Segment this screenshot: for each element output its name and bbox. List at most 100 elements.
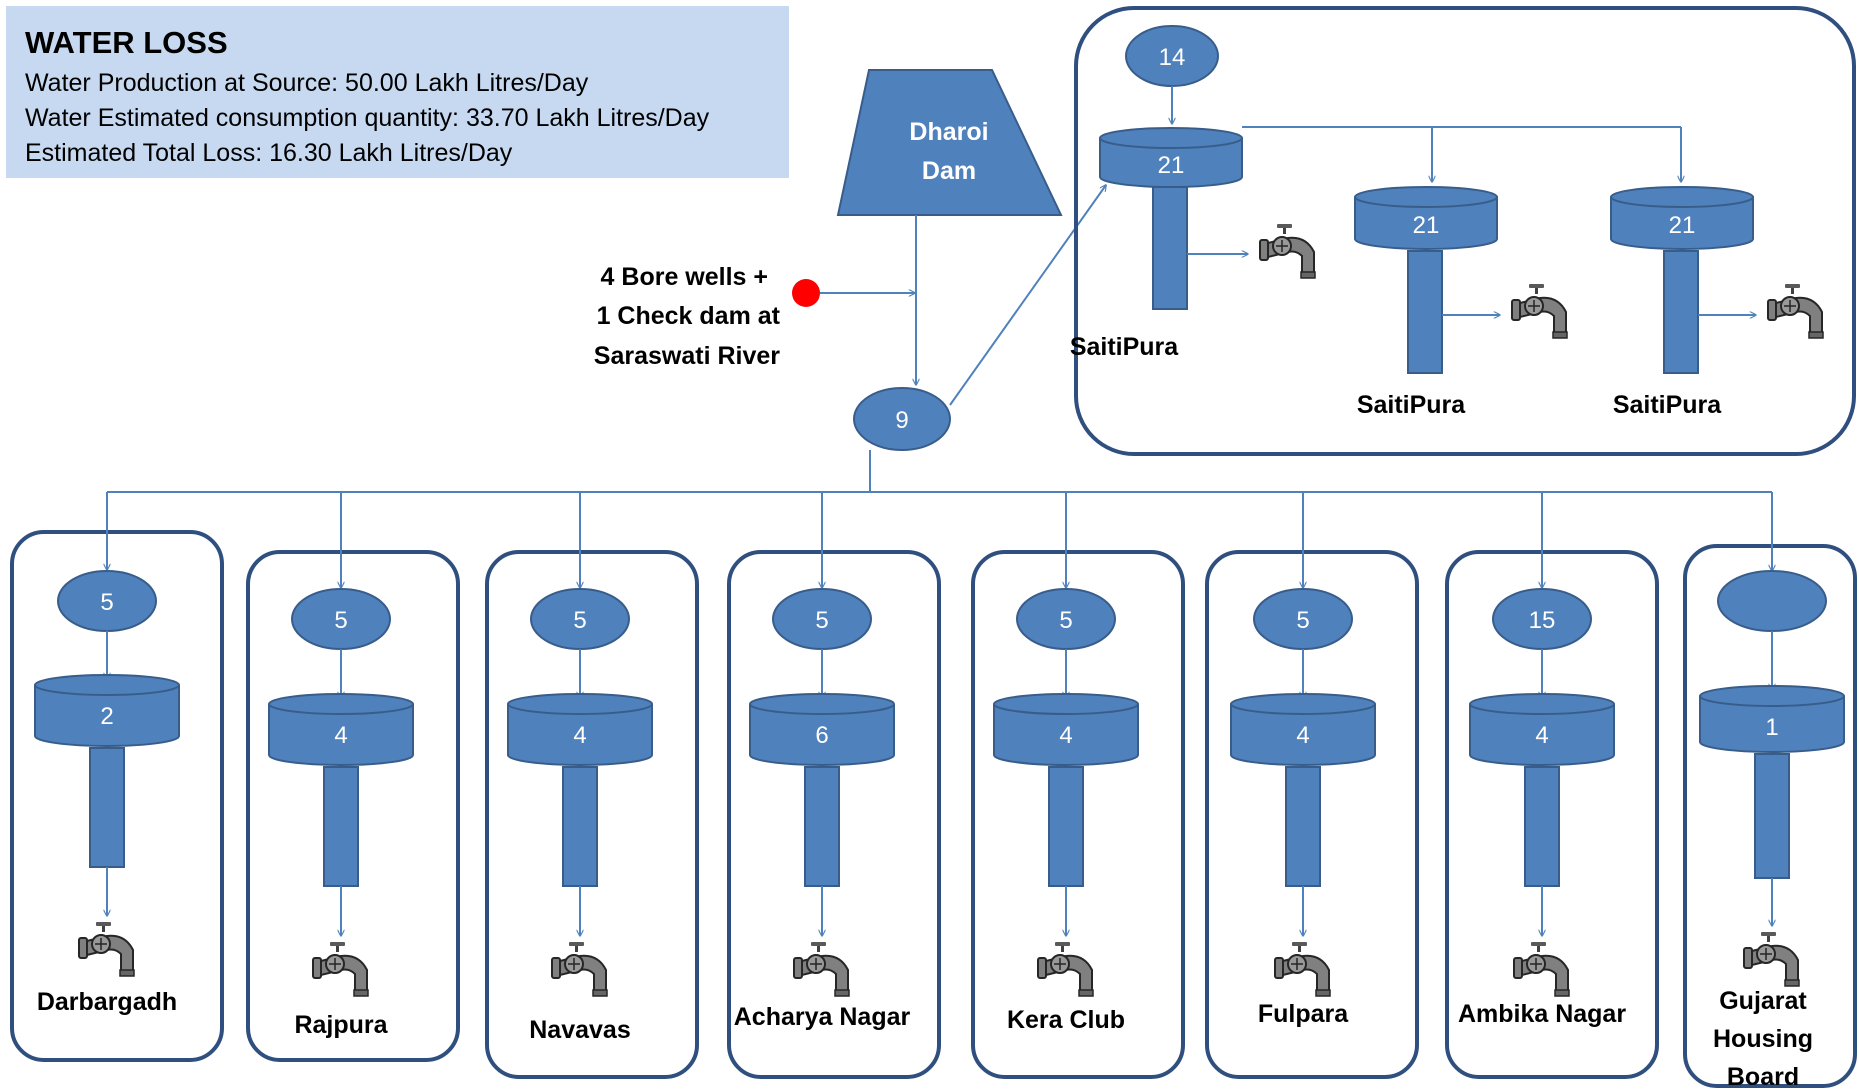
saitipura-name-2: SaitiPura — [1357, 391, 1466, 419]
saitipura-tank-3-label: 21 — [1669, 212, 1696, 239]
zone-7-tank — [1469, 693, 1615, 887]
zone-5-node-label: 5 — [1059, 607, 1072, 634]
saitipura-name-1: SaitiPura — [1070, 333, 1179, 361]
zone-1-tank — [34, 674, 180, 868]
zone-7-tank-stem — [1524, 766, 1560, 887]
dharoi-dam-label-1: Dharoi — [909, 118, 988, 146]
saitipura-tank-2-label: 21 — [1413, 212, 1440, 239]
zone-6-tank-body — [1230, 704, 1376, 766]
zone-2-tank — [268, 693, 414, 887]
hub-node — [853, 387, 951, 451]
saitipura-name-3: SaitiPura — [1613, 391, 1722, 419]
water-tap-icon — [78, 921, 135, 977]
bore-wells-label-1: 4 Bore wells + — [601, 263, 768, 291]
water-production-line: Water Production at Source: 50.00 Lakh L… — [25, 68, 589, 97]
zone-8-box — [1683, 544, 1857, 1088]
zone-4-tank — [749, 693, 895, 887]
water-tap-icon — [551, 941, 608, 997]
zone-3-tank-stem — [562, 766, 598, 887]
zone-1-tank-top — [34, 674, 180, 696]
zone-7-tank-top — [1469, 693, 1615, 715]
water-loss-info-box: WATER LOSS Water Production at Source: 5… — [6, 6, 789, 178]
zone-8-tank-top — [1699, 685, 1845, 707]
zone-7-box — [1445, 550, 1659, 1079]
zone-2-name-line-1: Rajpura — [294, 1011, 388, 1039]
zone-3-tank-body — [507, 704, 653, 766]
water-loss-line: Estimated Total Loss: 16.30 Lakh Litres/… — [25, 138, 513, 167]
zone-5-tank-stem — [1048, 766, 1084, 887]
zone-3-tank — [507, 693, 653, 887]
zone-3-name-line-1: Navavas — [529, 1016, 630, 1044]
zone-4-tank-top — [749, 693, 895, 715]
saitipura-inlet-label: 14 — [1159, 44, 1186, 71]
zone-7-name-line-1: Ambika Nagar — [1458, 1000, 1626, 1028]
zone-3-tank-label: 4 — [573, 722, 586, 749]
zone-4-tank-stem — [804, 766, 840, 887]
saitipura-tank-3 — [1610, 186, 1754, 374]
water-tap-icon — [1743, 931, 1800, 987]
zone-2-box — [246, 550, 460, 1062]
zone-8-tank-stem — [1754, 753, 1790, 879]
zone-2-tank-label: 4 — [334, 722, 347, 749]
dharoi-dam-label-2: Dam — [922, 157, 976, 185]
saitipura-tank-2 — [1354, 186, 1498, 374]
water-tap-icon — [312, 941, 369, 997]
zone-5-box — [971, 550, 1185, 1079]
zone-1-tank-stem — [89, 747, 125, 868]
water-tap-icon — [1513, 941, 1570, 997]
dharoi-dam-shape — [836, 69, 1063, 216]
zone-5-tank — [993, 693, 1139, 887]
zone-5-tank-label: 4 — [1059, 722, 1072, 749]
zone-1-tank-label: 2 — [100, 703, 113, 730]
saitipura-tank-1 — [1099, 127, 1243, 310]
saitipura-group-box — [1074, 6, 1856, 456]
saitipura-tank-1-label: 21 — [1158, 152, 1185, 179]
zone-3-box — [485, 550, 699, 1079]
water-tap-icon — [1767, 283, 1824, 339]
zone-8-node — [1717, 570, 1827, 632]
zone-6-node-label: 5 — [1296, 607, 1309, 634]
water-loss-title: WATER LOSS — [25, 25, 228, 60]
hub-node-label: 9 — [895, 407, 908, 434]
water-consumption-line: Water Estimated consumption quantity: 33… — [25, 103, 710, 132]
zone-2-node-label: 5 — [334, 607, 347, 634]
zone-2-tank-top — [268, 693, 414, 715]
zone-1-tank-body — [34, 685, 180, 747]
zone-6-tank-stem — [1285, 766, 1321, 887]
zone-1-node-label: 5 — [100, 589, 113, 616]
zone-8-name-line-1: Gujarat — [1719, 987, 1807, 1015]
zone-1-box — [10, 530, 224, 1062]
water-tap-icon — [1511, 283, 1568, 339]
water-tap-icon — [1037, 941, 1094, 997]
zone-4-box — [727, 550, 941, 1079]
zone-6-name-line-1: Fulpara — [1258, 1000, 1349, 1028]
zone-4-tank-label: 6 — [815, 722, 828, 749]
water-tap-icon — [793, 941, 850, 997]
zone-7-node-label: 15 — [1529, 607, 1556, 634]
zone-8-name-line-3: Board — [1727, 1063, 1799, 1090]
water-tap-icon — [1274, 941, 1331, 997]
zone-4-name-line-1: Acharya Nagar — [734, 1003, 911, 1031]
zone-4-node-label: 5 — [815, 607, 828, 634]
bore-wells-label-3: Saraswati River — [594, 342, 780, 370]
zone-8-tank — [1699, 685, 1845, 879]
zone-7-tank-label: 4 — [1535, 722, 1548, 749]
zone-2-tank-stem — [323, 766, 359, 887]
hub-to-saitipura-arrow — [949, 185, 1106, 406]
zone-7-tank-body — [1469, 704, 1615, 766]
zone-2-tank-body — [268, 704, 414, 766]
zone-6-tank-top — [1230, 693, 1376, 715]
zone-3-tank-top — [507, 693, 653, 715]
source-dot-icon — [792, 279, 820, 307]
zone-8-tank-label: 1 — [1765, 714, 1778, 741]
zone-1-name-line-1: Darbargadh — [37, 988, 177, 1016]
zone-6-box — [1205, 550, 1419, 1079]
zone-8-tank-body — [1699, 696, 1845, 753]
zone-5-tank-top — [993, 693, 1139, 715]
zone-4-tank-body — [749, 704, 895, 766]
bore-wells-label-2: 1 Check dam at — [597, 302, 781, 330]
zone-5-name-line-1: Kera Club — [1007, 1006, 1125, 1034]
water-tap-icon — [1259, 223, 1316, 279]
zone-3-node-label: 5 — [573, 607, 586, 634]
